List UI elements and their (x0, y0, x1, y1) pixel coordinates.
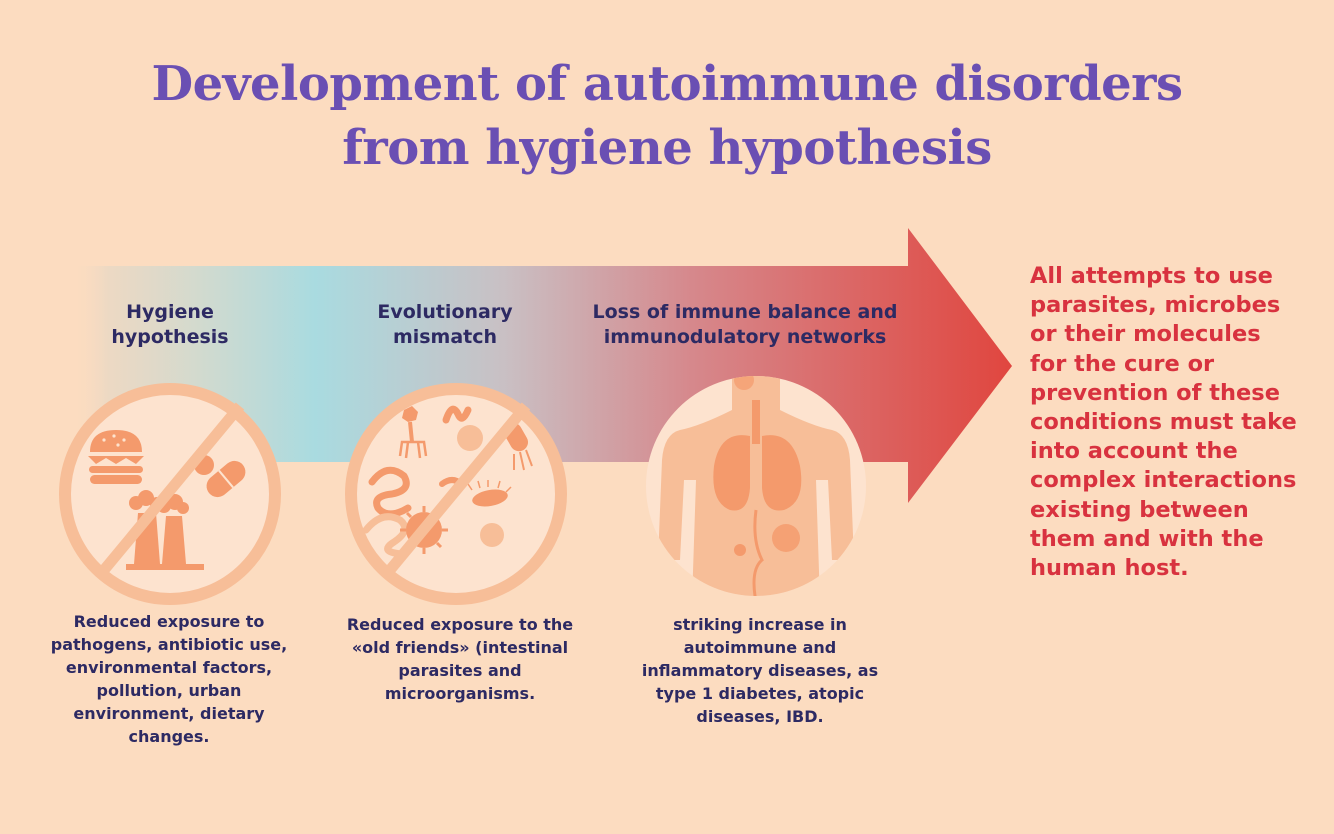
pill-icon (206, 460, 246, 498)
bacteriophage-icon (398, 406, 428, 459)
burger-icon (88, 430, 144, 484)
stage-desc-evolutionary: Reduced exposure to the «old friends» (i… (346, 615, 574, 703)
lungs-icon (713, 400, 802, 511)
stage-title-immune-balance: Loss of immune balance and immunodulator… (592, 301, 898, 348)
stage-title-evolutionary: Evolutionary mismatch (377, 301, 513, 348)
prohibition-icon (99, 402, 245, 574)
virus-icon (457, 425, 483, 451)
prohibition-icon (385, 402, 531, 574)
worm-icon (442, 405, 472, 424)
virus-icon (480, 523, 504, 547)
stage-desc-immune-balance: striking increase in autoimmune and infl… (641, 615, 879, 726)
stage-desc-hygiene: Reduced exposure to pathogens, antibioti… (50, 612, 288, 746)
title-line-2: from hygiene hypothesis (342, 120, 992, 176)
body-illustration (646, 376, 866, 596)
page-title: Development of autoimmune disorders from… (0, 52, 1334, 180)
conclusion-text: All attempts to use parasites, microbes … (1030, 263, 1297, 582)
bacteria-icon (467, 480, 512, 507)
microbes-illustration (345, 383, 567, 605)
title-line-1: Development of autoimmune disorders (151, 56, 1183, 112)
hygiene-illustration (59, 383, 281, 605)
human-torso-icon (658, 376, 854, 596)
stage-title-hygiene: Hygiene hypothesis (111, 301, 229, 348)
